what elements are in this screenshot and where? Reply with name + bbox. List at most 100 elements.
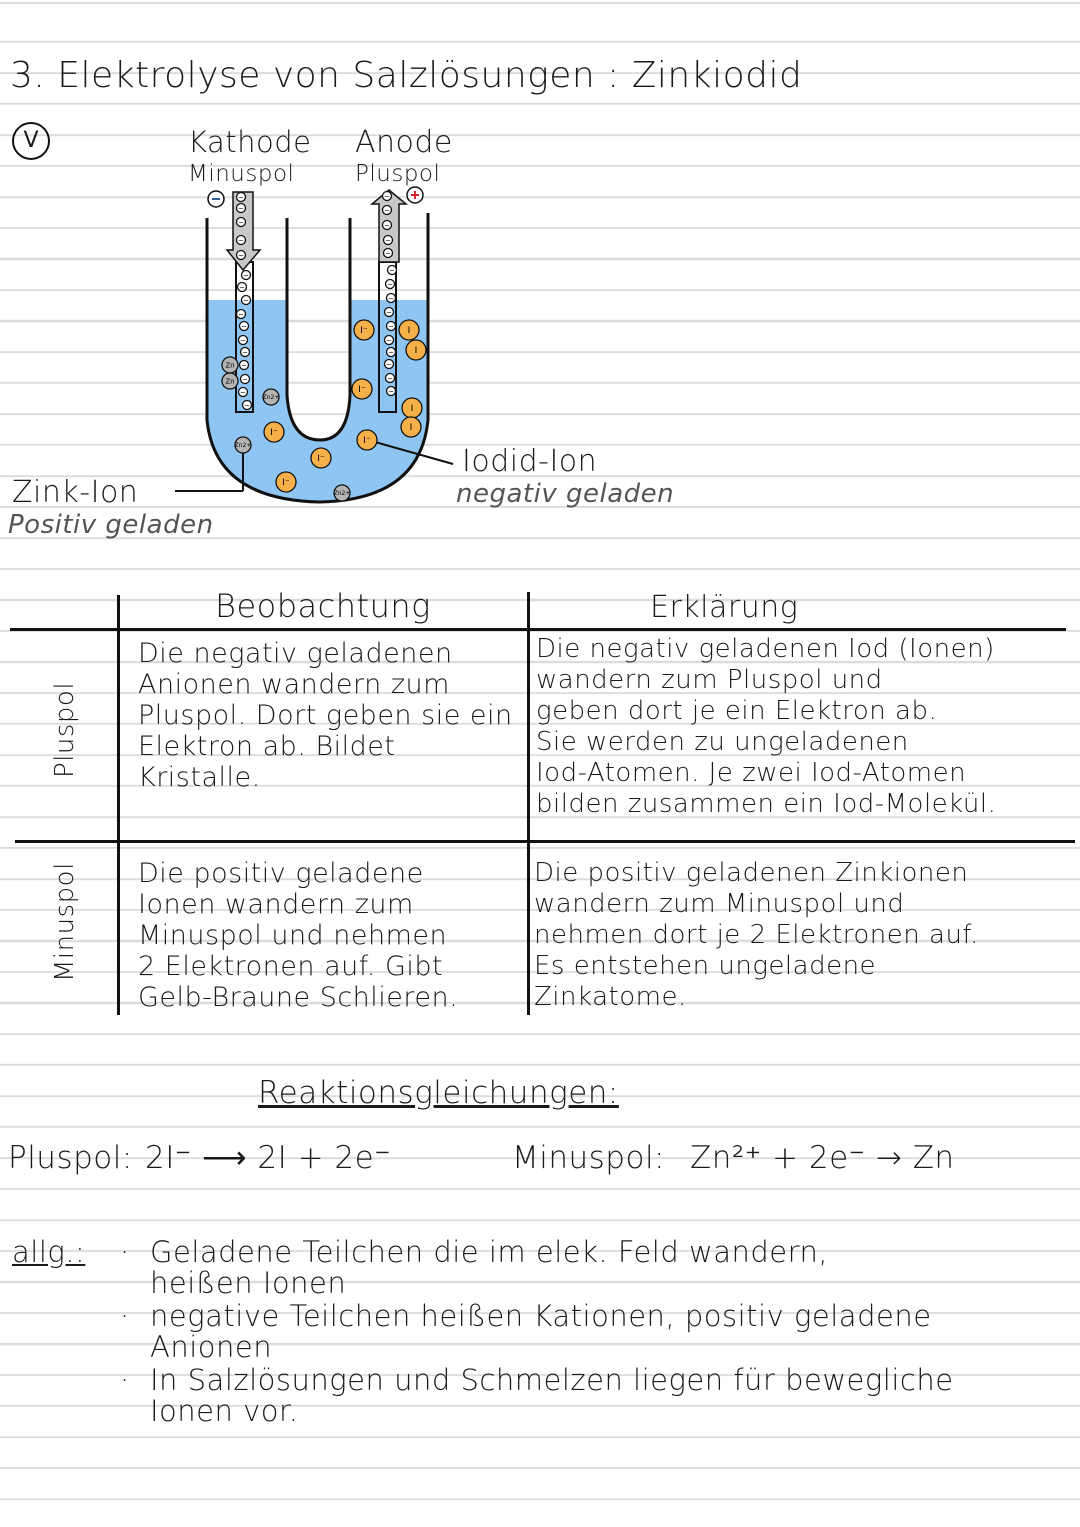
electron-label: − (388, 294, 394, 302)
iodide-ion-label: I⁻ (358, 385, 366, 395)
electron (238, 359, 250, 371)
electron-label: − (385, 236, 391, 244)
general-points: Geladene Teilchen die im elek. Feld wand… (120, 1237, 954, 1429)
iodine-atom (400, 416, 422, 438)
electron (381, 219, 393, 231)
iodide-ion (356, 429, 378, 451)
pluspol-equation-label: Pluspol: (8, 1140, 133, 1176)
electron (384, 372, 396, 384)
electron (241, 399, 253, 411)
general-point: negative Teilchen heißen Kationen, posit… (120, 1301, 954, 1363)
electron-label: − (238, 251, 244, 259)
page-title: 3. Elektrolyse von Salzlösungen : Zinkio… (10, 55, 803, 96)
electron-label: − (388, 322, 394, 330)
electron (235, 249, 247, 261)
electron-label: − (386, 336, 392, 344)
pluspol-explanation: Die negativ geladenen Iod (Ionen) wander… (536, 634, 997, 819)
u-tube-solution (207, 300, 428, 502)
electron (238, 320, 250, 332)
experiment-marker: V (12, 122, 50, 160)
general-point: Geladene Teilchen die im elek. Feld wand… (120, 1237, 954, 1299)
iodine-atom (405, 339, 427, 361)
electron-label: − (384, 192, 390, 200)
electron-label: − (387, 374, 393, 382)
electron (386, 264, 398, 276)
header-explanation: Erklärung (650, 590, 799, 625)
electron-label: − (386, 308, 392, 316)
iodide-ion (351, 378, 373, 400)
cathode-label: Kathode (188, 125, 312, 159)
zinc-ion-label: Zn2+ (334, 490, 351, 497)
electron (381, 190, 393, 202)
iodide-ion (310, 447, 332, 469)
iodide-ion-label: Iodid-Ion (462, 444, 598, 479)
electron (381, 204, 393, 216)
anode-label: Anode (355, 125, 453, 160)
electron (385, 346, 397, 358)
electron-label: − (243, 271, 249, 279)
electron-flow-down-arrow (225, 191, 262, 272)
general-label: allg.: (12, 1235, 86, 1269)
electron (239, 373, 251, 385)
zinc-ion (262, 388, 280, 406)
electron (385, 320, 397, 332)
electron-label: − (241, 322, 247, 330)
electron (384, 278, 396, 290)
iodide-ion-label: I⁻ (363, 436, 371, 446)
electron-label: − (243, 296, 249, 304)
electron-label: − (238, 236, 244, 244)
cathode-pole-label: Minuspol (188, 161, 295, 187)
electron (240, 269, 252, 281)
electron (383, 306, 395, 318)
zinc-ion (234, 436, 252, 454)
zinc-ion-label: Zn2+ (263, 394, 280, 401)
electron (239, 346, 251, 358)
electron-label: − (386, 360, 392, 368)
electron (235, 308, 247, 320)
iodide-pointer (367, 439, 454, 465)
electron-label: − (238, 193, 244, 201)
row-label-minuspol: Minuspol (50, 862, 80, 982)
iodine-atom-label: I (408, 326, 411, 336)
row-label-pluspol: Pluspol (50, 681, 80, 778)
electron (383, 334, 395, 346)
general-point: In Salzlösungen und Schmelzen liegen für… (120, 1365, 954, 1427)
electron (385, 292, 397, 304)
iodide-ion-label: I⁻ (282, 478, 290, 488)
electron (235, 202, 247, 214)
electron-label: − (238, 310, 244, 318)
electron (240, 294, 252, 306)
zinc-ion-label: Zink-Ion (12, 475, 139, 510)
electron-label: − (242, 375, 248, 383)
minuspol-equation-label: Minuspol: (512, 1140, 666, 1176)
iodide-ion (275, 471, 297, 493)
electron-label: − (389, 266, 395, 274)
reactions-heading: Reaktionsgleichungen: (258, 1075, 619, 1111)
electron-label: − (385, 249, 391, 257)
pluspol-observation: Die negativ geladenen Anionen wandern zu… (138, 638, 513, 793)
iodine-atom-label: I (415, 346, 418, 356)
iodine-atom (398, 319, 420, 341)
electrolysis-diagram: −−−−−−−−−−−−−−−−−−−−−−−−−−−−−−−ZnZnZn2+Z… (175, 186, 454, 504)
minuspol-observation: Die positiv geladene Ionen wandern zum M… (138, 858, 459, 1013)
electron (385, 385, 397, 397)
electron (235, 234, 247, 246)
zinc-atom (221, 372, 239, 390)
zinc-atom-label: Zn (225, 361, 234, 369)
electron (235, 216, 247, 228)
electron-label: − (384, 206, 390, 214)
iodine-atom-label: I (411, 404, 414, 414)
zinc-ion (333, 484, 351, 502)
u-tube-outline (205, 213, 430, 504)
pluspol-equation: 2I⁻ ⟶ 2I + 2e⁻ (145, 1140, 392, 1176)
electron-label: − (388, 348, 394, 356)
iodide-ion (353, 319, 375, 341)
electron (382, 234, 394, 246)
electron (383, 358, 395, 370)
electron-label: − (238, 204, 244, 212)
electron (236, 281, 248, 293)
electron-label: − (388, 387, 394, 395)
electron (382, 247, 394, 259)
electron-label: − (241, 361, 247, 369)
electron-label: − (238, 218, 244, 226)
